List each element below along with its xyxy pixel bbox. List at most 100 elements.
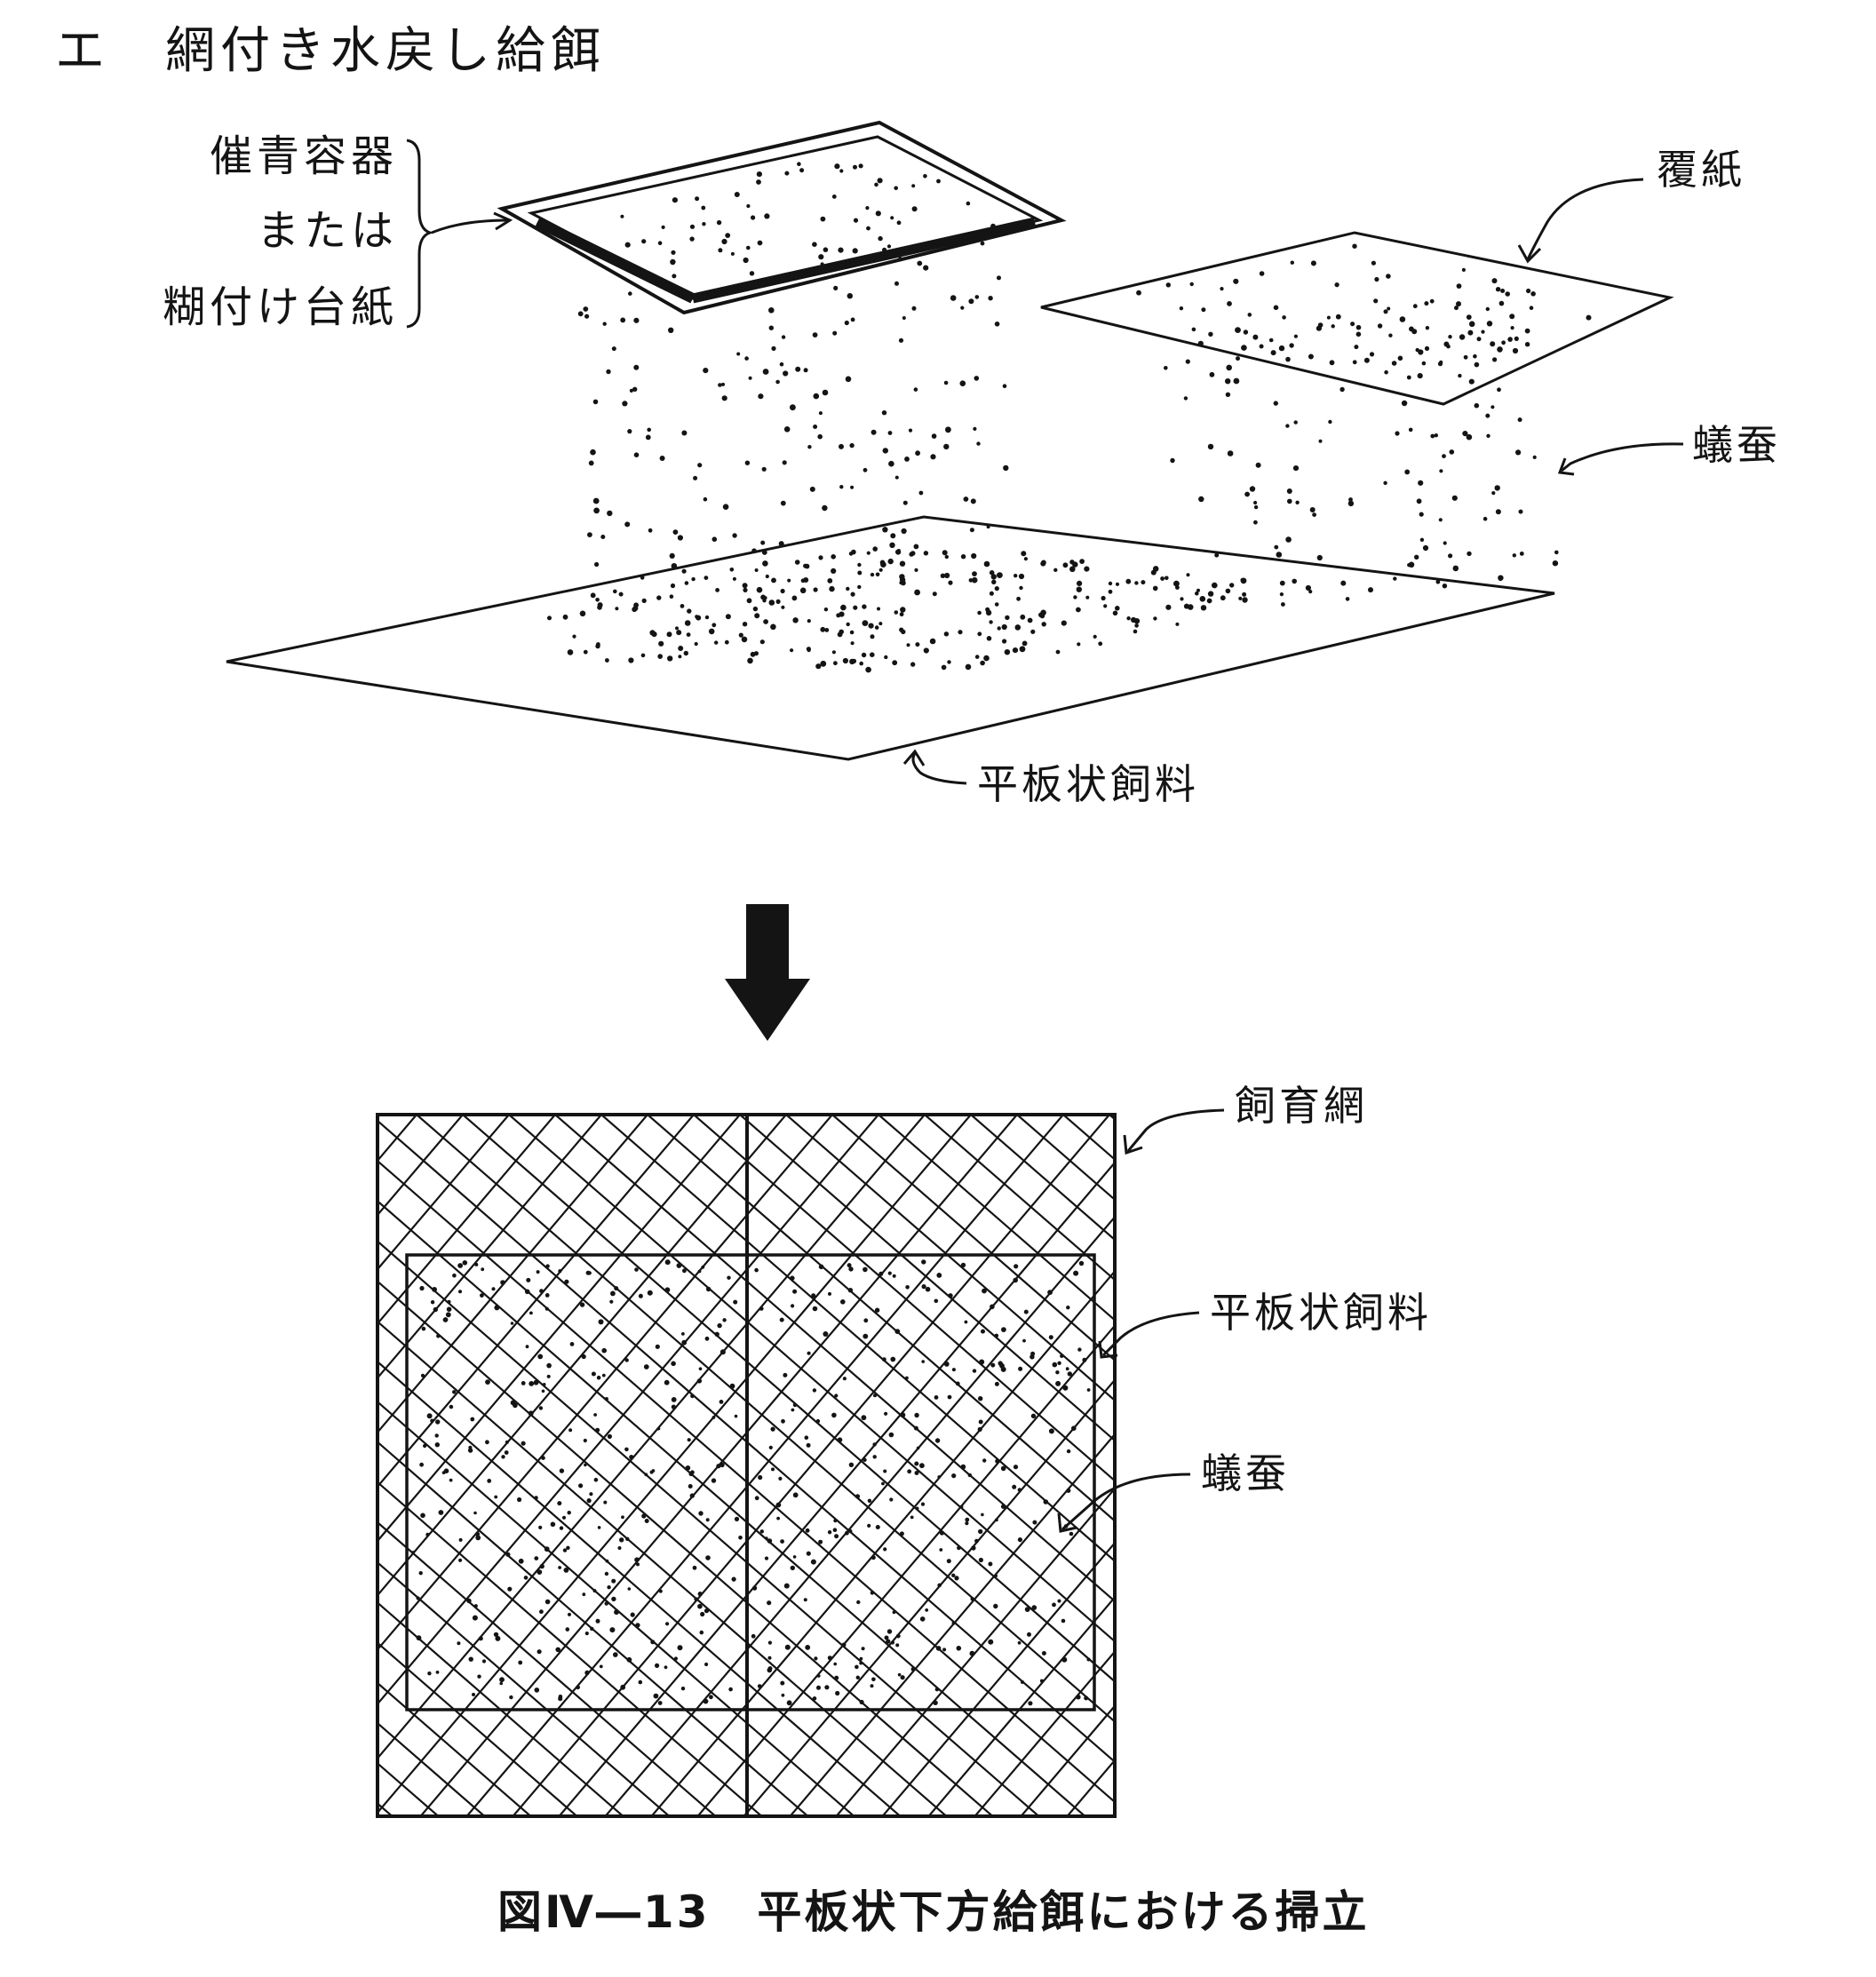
larva-dot [870, 1591, 875, 1595]
larva-dot [434, 1442, 440, 1448]
larva-dot [988, 1639, 994, 1645]
larva-dot [807, 445, 812, 449]
larva-dot [550, 1521, 556, 1528]
net-strand [1853, 1115, 1876, 1816]
larva-dot [583, 649, 588, 655]
larva-dot [813, 587, 818, 592]
larva-dot [1290, 260, 1295, 265]
larva-dot [699, 1630, 704, 1635]
larva-dot [704, 1662, 709, 1667]
larva-dot [780, 1539, 784, 1544]
larva-dot [751, 215, 756, 220]
larva-dot [555, 1647, 560, 1653]
larva-dot [589, 1492, 593, 1497]
larva-dot [418, 1571, 423, 1576]
larva-dot [1229, 583, 1235, 588]
larva-dot [676, 630, 682, 636]
larva-dot [770, 1426, 775, 1432]
larva-dot [578, 1483, 584, 1489]
larva-dot [1077, 1347, 1082, 1352]
larva-dot [1020, 614, 1026, 620]
larva-dot [978, 1557, 983, 1563]
larva-dot [725, 614, 731, 620]
larva-dot [475, 1531, 481, 1536]
larva-dot [579, 610, 586, 617]
larva-dot [724, 639, 729, 645]
larva-dot [799, 587, 807, 594]
larva-dot [882, 1357, 886, 1362]
larva-dot [518, 1660, 523, 1665]
larva-dot [1022, 1338, 1026, 1343]
larva-dot [921, 1360, 925, 1363]
larva-dot [697, 463, 703, 468]
larva-dot [768, 325, 774, 330]
net-strand [378, 1115, 556, 1325]
larva-dot [1374, 276, 1379, 282]
larva-dot [632, 386, 638, 392]
larva-dot [913, 1425, 918, 1431]
larva-dot [1486, 321, 1493, 327]
net-strand [378, 1115, 464, 1217]
larva-dot [848, 1266, 854, 1272]
net-strand [1483, 1115, 1876, 1816]
larva-dot [954, 242, 959, 247]
larva-dot [1249, 486, 1256, 492]
larva-dot [1233, 278, 1239, 284]
larva-dot [804, 1435, 809, 1440]
larva-dot [1331, 324, 1335, 329]
larva-dot [1425, 326, 1430, 330]
larva-dot [754, 613, 760, 619]
larva-dot [430, 1418, 434, 1424]
net-strand [378, 1115, 926, 1760]
larva-dot [632, 607, 638, 613]
larva-dot [790, 648, 794, 653]
larva-dot [419, 1462, 424, 1467]
larva-dot [628, 657, 634, 663]
larva-dot [635, 1623, 640, 1628]
larva-dot [923, 551, 929, 556]
net-strand [1206, 1115, 1803, 1816]
larva-dot [875, 572, 880, 577]
larva-dot [620, 214, 624, 218]
larva-dot [1165, 576, 1169, 581]
larva-dot [513, 1402, 518, 1409]
net-strand [878, 1115, 1115, 1322]
larva-dot [990, 574, 998, 580]
larva-dot [1165, 604, 1172, 610]
larva-dot [990, 1362, 996, 1368]
larva-dot [754, 1267, 759, 1273]
net-strand [1340, 1115, 1876, 1816]
larva-dot [678, 655, 682, 659]
larva-dot [884, 655, 888, 660]
larva-dot [833, 285, 839, 290]
net-strand [1622, 1115, 1876, 1816]
larva-dot [734, 1414, 738, 1418]
larva-dot [419, 1285, 425, 1291]
larva-dot [870, 1684, 874, 1688]
larva-dot [861, 1647, 865, 1651]
larva-dot [1494, 485, 1500, 491]
larva-dot [1383, 480, 1387, 485]
larva-dot [890, 1356, 896, 1362]
larva-dot [956, 1646, 962, 1651]
larva-dot [1027, 617, 1033, 623]
larva-dot [671, 563, 678, 569]
larva-dot [1071, 1425, 1077, 1431]
net-strand [1387, 1115, 1876, 1816]
net-strand [512, 1115, 1110, 1816]
larva-dot [1225, 588, 1231, 594]
larva-dot [597, 1526, 601, 1529]
larva-dot [1060, 1354, 1064, 1359]
larva-dot [687, 1438, 691, 1442]
larva-dot [641, 598, 647, 604]
larva-dot [1242, 592, 1247, 597]
larva-dot [1292, 465, 1300, 472]
larva-dot [1510, 326, 1514, 330]
larva-dot [727, 1275, 731, 1280]
larva-dot [1417, 373, 1423, 379]
larva-dot [811, 1293, 816, 1298]
larva-dot [661, 225, 665, 229]
larva-dot [1207, 443, 1214, 450]
larva-dot [689, 224, 696, 229]
larva-dot [1061, 620, 1067, 626]
